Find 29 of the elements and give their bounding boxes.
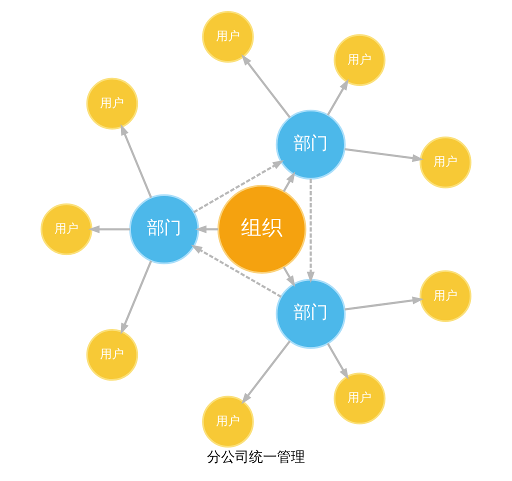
node-circle: 用户: [86, 328, 138, 381]
arrow: [282, 266, 296, 288]
arrow: [190, 244, 282, 298]
node-circle: 用户: [334, 34, 386, 86]
arrow: [241, 340, 291, 404]
node-circle: 用户: [420, 136, 472, 188]
node-circle: 用户: [202, 10, 254, 63]
node-circle: 用户: [420, 270, 472, 322]
arrow: [326, 342, 349, 380]
node-circle: 用户: [86, 78, 138, 130]
arrow: [195, 225, 218, 234]
node-circle: 部门: [276, 278, 346, 349]
arrow: [241, 54, 291, 118]
arrow: [344, 296, 424, 310]
arrow: [120, 260, 152, 335]
arrow: [344, 148, 424, 162]
node-circle: 组织: [217, 184, 306, 274]
arrow: [326, 78, 349, 116]
node-circle: 部门: [276, 110, 346, 180]
arrow: [193, 160, 284, 214]
node-circle: 部门: [129, 194, 200, 264]
arrow: [120, 124, 152, 198]
node-circle: 用户: [334, 372, 386, 424]
arrow: [282, 172, 296, 192]
arrow: [306, 178, 315, 283]
node-circle: 用户: [202, 396, 254, 448]
caption: 分公司统一管理: [207, 449, 305, 466]
node-circle: 用户: [40, 203, 92, 256]
arrow: [88, 225, 130, 234]
